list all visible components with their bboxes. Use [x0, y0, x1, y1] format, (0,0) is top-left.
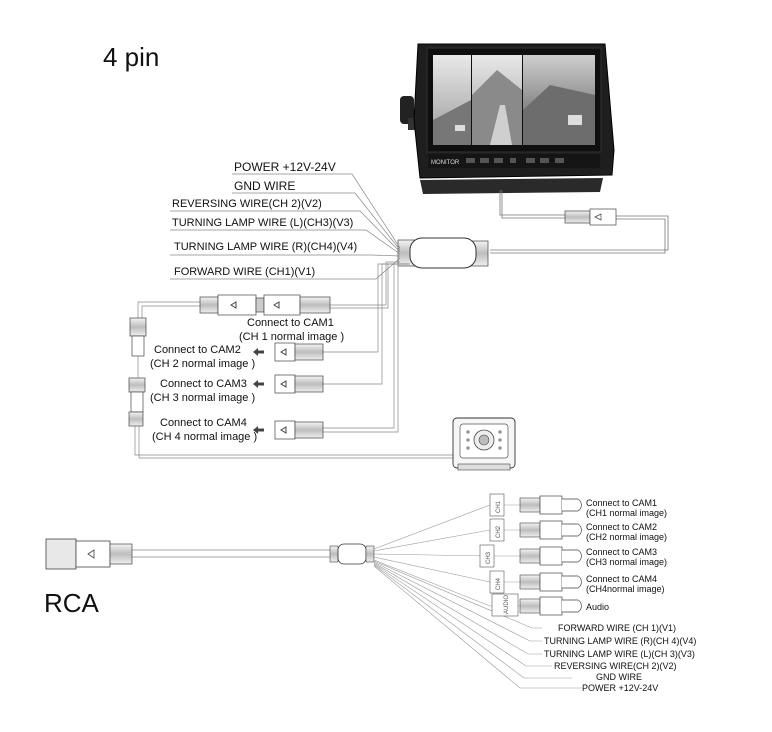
cam1-line2: (CH 1 normal image )	[239, 331, 345, 343]
rca-cam1-line2: (CH1 normal image)	[586, 508, 668, 518]
label-gnd-wire: GND WIRE	[234, 179, 296, 193]
rca-connector-cam2	[489, 518, 582, 542]
rca-tag-audio: AUDIO	[504, 595, 510, 614]
cam3-line1: Connect to CAM3	[160, 378, 247, 390]
monitor-cable	[490, 190, 669, 254]
rca-cam4-label: Connect to CAM4 (CH4normal image)	[586, 574, 665, 594]
rca-connector-audio	[491, 593, 582, 617]
rca-cam3-label: Connect to CAM3 (CH3 normal image)	[586, 547, 667, 567]
cam2-line1: Connect to CAM2	[154, 344, 241, 356]
rca-label-power-wire: POWER +12V-24V	[582, 683, 659, 693]
monitor-stand	[420, 178, 603, 194]
cam3-label: Connect to CAM3 (CH 3 normal image )	[150, 377, 255, 405]
monitor-screen	[433, 55, 595, 145]
rca-hub	[329, 543, 375, 565]
rca-main-cable	[132, 549, 330, 558]
title-4pin: 4 pin	[103, 42, 160, 72]
rca-label-reversing-wire: REVERSING WIRE(CH 2)(V2)	[554, 661, 677, 671]
label-reversing-wire: REVERSING WIRE(CH 2)(V2)	[172, 198, 322, 210]
cam2-line2: (CH 2 normal image )	[150, 358, 256, 370]
cam2-connector	[253, 342, 324, 362]
rca-connector-cam1	[489, 493, 582, 517]
cam4-connector	[253, 420, 324, 440]
back-camera-loop	[134, 301, 455, 459]
rca-cam2-line2: (CH2 normal image)	[586, 532, 668, 542]
title-rca: RCA	[44, 588, 99, 618]
rca-cam4-line2: (CH4normal image)	[586, 584, 665, 594]
monitor-knob	[400, 96, 414, 124]
cam1-label: Connect to CAM1 (CH 1 normal image )	[239, 316, 344, 344]
power-wires	[170, 173, 401, 280]
rca-main-plug	[45, 538, 133, 570]
vertical-connectors	[128, 317, 147, 427]
rca-tags: CH1 CH2 CH3 CH4 AUDIO	[486, 500, 510, 614]
rca-cam3-line2: (CH3 normal image)	[586, 557, 668, 567]
label-power-wire: POWER +12V-24V	[234, 160, 336, 174]
cam4-line2: (CH 4 normal image )	[152, 431, 258, 443]
rca-cam1-label: Connect to CAM1 (CH1 normal image)	[586, 498, 667, 518]
cam1-connector	[199, 294, 331, 316]
rca-tag-ch3: CH3	[486, 551, 492, 564]
cam3-connector	[253, 374, 324, 394]
cam3-line2: (CH 3 normal image )	[150, 392, 256, 404]
rca-tag-ch4: CH4	[496, 577, 502, 590]
monitor-buttons	[466, 158, 564, 163]
cam4-line1: Connect to CAM4	[160, 417, 247, 429]
rca-label-gnd-wire: GND WIRE	[596, 672, 642, 682]
label-turning-left-wire: TURNING LAMP WIRE (L)(CH3)(V3)	[172, 217, 354, 229]
rca-label-forward-wire: FORWARD WIRE (CH 1)(V1)	[558, 623, 676, 633]
label-forward-wire: FORWARD WIRE (CH1)(V1)	[174, 266, 316, 278]
rca-cam3-line1: Connect to CAM3	[586, 547, 658, 557]
rca-cam2-line1: Connect to CAM2	[586, 522, 658, 532]
rca-cam1-line1: Connect to CAM1	[586, 498, 658, 508]
camera-wires	[322, 261, 410, 433]
rca-connector-cam3	[479, 544, 582, 568]
backup-camera	[452, 417, 516, 471]
rca-label-turning-right-wire: TURNING LAMP WIRE (R)(CH 4)(V4)	[544, 636, 697, 646]
monitor-brand: MONITOR	[431, 160, 460, 166]
label-turning-right-wire: TURNING LAMP WIRE (R)(CH4)(V4)	[174, 241, 358, 253]
harness-4pin	[397, 237, 489, 269]
monitor-plug	[564, 208, 617, 226]
monitor: MONITOR	[400, 43, 615, 194]
cam1-line1: Connect to CAM1	[247, 317, 334, 329]
rca-connector-cam4	[489, 570, 582, 594]
rca-audio-label: Audio	[586, 602, 610, 612]
rca-tag-ch1: CH1	[496, 500, 502, 513]
cam4-label: Connect to CAM4 (CH 4 normal image )	[152, 416, 257, 444]
rca-label-turning-left-wire: TURNING LAMP WIRE (L)(CH 3)(V3)	[544, 649, 695, 659]
rca-cam4-line1: Connect to CAM4	[586, 574, 658, 584]
rca-tag-ch2: CH2	[496, 525, 502, 538]
rca-cam2-label: Connect to CAM2 (CH2 normal image)	[586, 522, 667, 542]
cam2-label: Connect to CAM2 (CH 2 normal image )	[150, 343, 255, 371]
